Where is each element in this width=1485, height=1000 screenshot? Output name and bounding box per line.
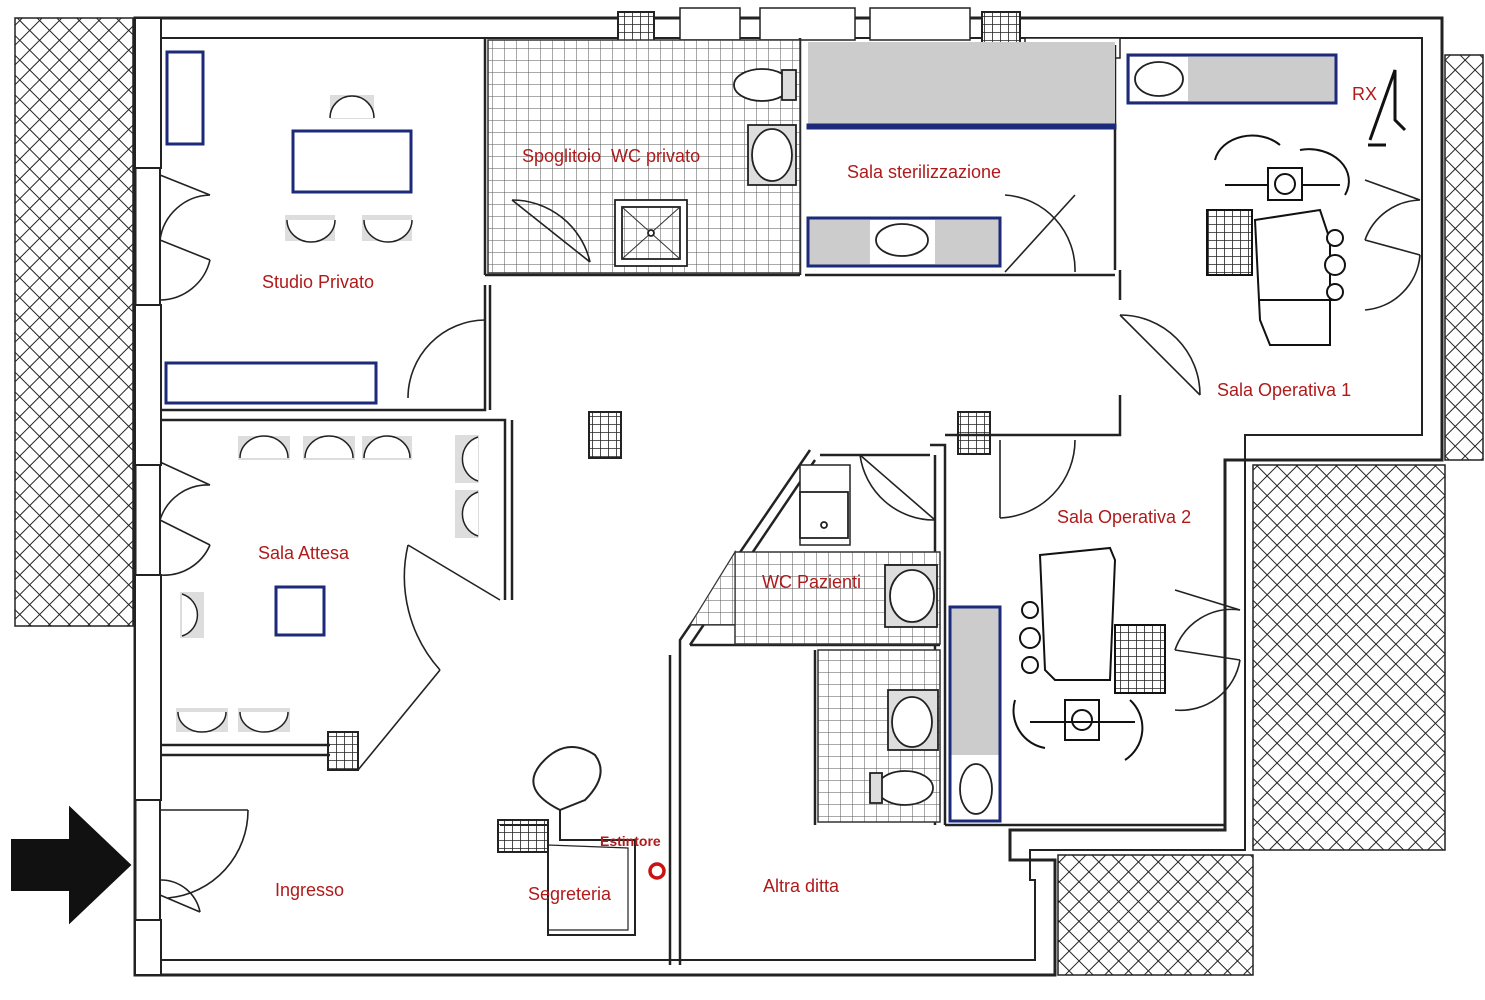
chair-icon	[455, 490, 479, 538]
sink-icon	[799, 491, 849, 539]
label-rx: RX	[1352, 84, 1377, 104]
left-pilasters	[134, 17, 162, 976]
column	[588, 411, 622, 459]
door-icon	[1119, 314, 1201, 396]
sterilization-sink-counter-outline	[806, 216, 1002, 268]
sink-icon	[1134, 61, 1184, 97]
window	[679, 7, 741, 41]
wc-pazienti-tiles-diag	[688, 549, 736, 626]
chair-icon	[329, 95, 375, 119]
op2-counter-outline	[948, 605, 1002, 823]
fire-extinguisher-icon	[648, 862, 666, 880]
door-icon	[859, 454, 936, 521]
chair-icon	[455, 435, 479, 483]
door-icon	[1364, 179, 1421, 311]
door-icon	[159, 174, 211, 301]
chair-icon	[176, 708, 228, 733]
chair-icon	[362, 435, 412, 460]
chair-icon	[362, 215, 413, 243]
door-icon	[1174, 589, 1241, 712]
outer-wall	[133, 16, 1444, 977]
terrace-right-bottom	[1057, 854, 1254, 976]
interior-walls	[160, 38, 1225, 965]
label-segreteria: Segreteria	[528, 884, 612, 904]
sink-icon	[875, 223, 929, 257]
column	[957, 411, 991, 455]
room-labels: Studio Privato Spoglitoio WC privato Sal…	[258, 84, 1377, 904]
column	[327, 731, 359, 771]
sink-icon	[887, 689, 939, 751]
sterilization-counter	[808, 42, 1115, 125]
sterilization-counter-outline	[806, 123, 1117, 130]
terrace-right-mid	[1252, 464, 1446, 851]
dental-chair-icon	[1206, 134, 1350, 346]
sink-icon	[884, 564, 938, 628]
label-ingresso: Ingresso	[275, 880, 344, 900]
chair-icon	[238, 708, 290, 733]
chair-icon	[303, 435, 355, 460]
reception-desk-inner	[547, 844, 629, 931]
op2-counter	[950, 607, 1000, 755]
toilet-icon	[733, 68, 797, 102]
door-icon	[511, 199, 591, 263]
door-icon	[999, 439, 1076, 519]
chair-icon	[285, 215, 336, 243]
label-sala-attesa: Sala Attesa	[258, 543, 350, 563]
chairs	[176, 95, 479, 733]
rx-unit-icon	[1368, 69, 1407, 141]
label-altra-ditta: Altra ditta	[763, 876, 840, 896]
window	[759, 7, 856, 41]
shower-icon	[614, 199, 688, 267]
label-studio-privato: Studio Privato	[262, 272, 374, 292]
outer-wall-inner	[159, 37, 1423, 961]
door-icon	[159, 809, 249, 913]
studio-bookcase	[164, 361, 378, 405]
label-sala-operativa-1: Sala Operativa 1	[1217, 380, 1351, 400]
dental-chair-icon	[1012, 546, 1166, 761]
entrance-arrow-icon	[11, 805, 132, 925]
door-icon	[407, 319, 486, 399]
label-sala-operativa-2: Sala Operativa 2	[1057, 507, 1191, 527]
chair-icon	[238, 435, 290, 460]
doors	[159, 174, 1421, 913]
sink-icon	[959, 763, 993, 815]
studio-cabinet	[165, 50, 205, 146]
label-sala-sterilizzazione: Sala sterilizzazione	[847, 162, 1001, 182]
toilet-icon	[869, 770, 934, 806]
rx-counter-outline	[1126, 53, 1338, 105]
window	[869, 7, 971, 41]
attesa-table	[274, 585, 326, 637]
sink-icon	[747, 124, 797, 186]
door-icon	[357, 544, 501, 771]
reception-desk	[500, 746, 636, 936]
label-estintore: Estintore	[600, 833, 661, 849]
studio-desk	[291, 129, 413, 194]
terrace-right-top	[1444, 54, 1484, 461]
door-icon	[159, 461, 211, 576]
label-wc-pazienti: WC Pazienti	[762, 572, 861, 592]
terrace-left	[14, 17, 134, 627]
fixtures	[614, 68, 939, 806]
chair-icon	[180, 592, 204, 638]
door-icon	[1004, 194, 1076, 273]
label-spogliatoio-wc: Spoglitoio WC privato	[522, 146, 700, 166]
